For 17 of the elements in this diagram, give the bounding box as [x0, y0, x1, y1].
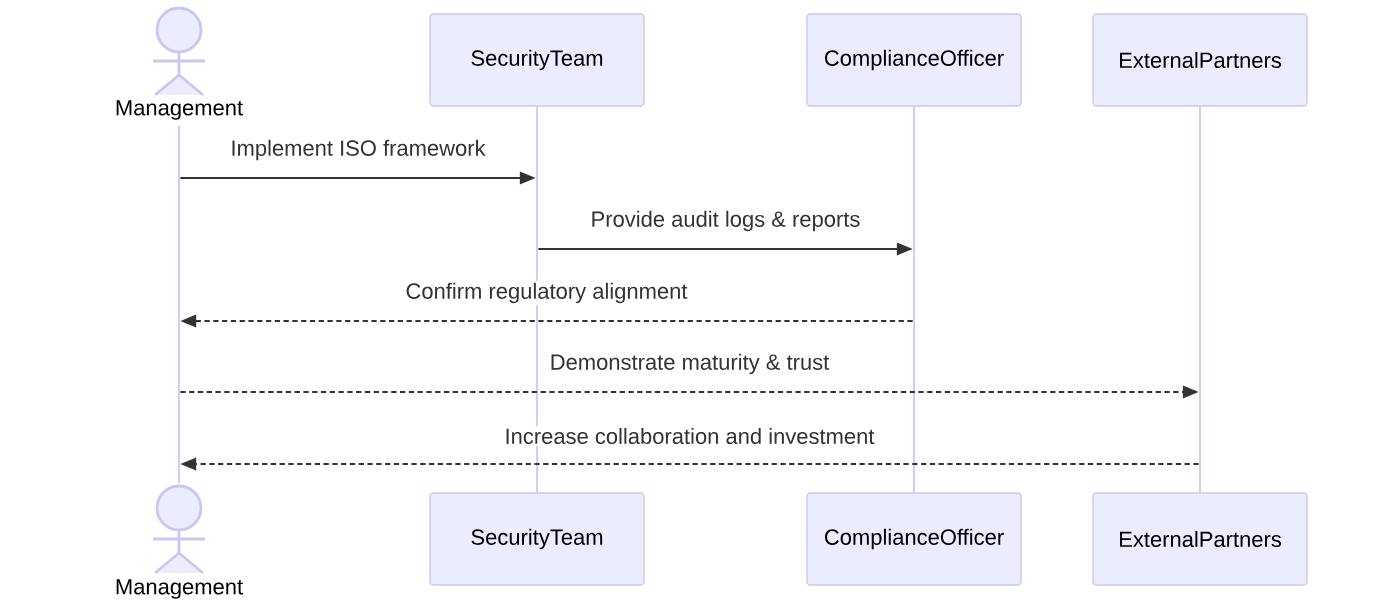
- lifeline: [913, 107, 915, 492]
- message-label: Implement ISO framework: [228, 138, 488, 162]
- participant-box: SecurityTeam: [429, 492, 645, 586]
- message-label: Confirm regulatory alignment: [403, 281, 690, 305]
- participant-box: ComplianceOfficer: [806, 13, 1022, 107]
- lifeline: [178, 126, 180, 483]
- lifeline: [1199, 107, 1201, 492]
- actor-label: Management: [116, 100, 243, 120]
- participant-box: SecurityTeam: [429, 13, 645, 107]
- message-label: Provide audit logs & reports: [588, 209, 863, 233]
- participant-box: ExternalPartners: [1092, 492, 1308, 586]
- actor-label: Management: [116, 579, 243, 599]
- participant-box: ExternalPartners: [1092, 13, 1308, 107]
- message-label: Increase collaboration and investment: [502, 426, 877, 446]
- lifeline: [536, 107, 538, 492]
- message-label: Demonstrate maturity & trust: [548, 352, 832, 376]
- participant-box: ComplianceOfficer: [806, 492, 1022, 586]
